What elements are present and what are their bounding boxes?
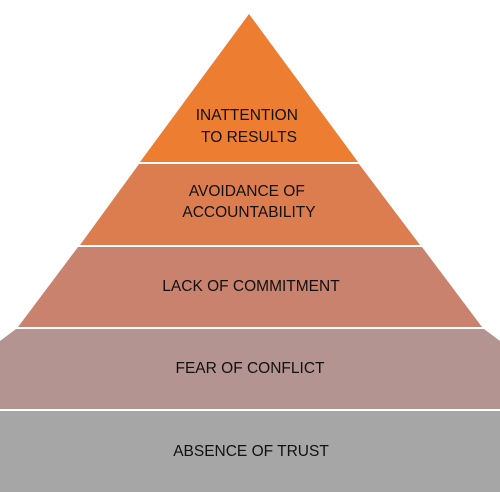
tier-label-line: LACK OF COMMITMENT bbox=[162, 278, 340, 295]
tier-label-avoidance-of-accountability: AVOIDANCE OF ACCOUNTABILITY bbox=[182, 183, 315, 221]
tier-label-line: AVOIDANCE OF bbox=[189, 183, 305, 200]
tier-label-line: FEAR OF CONFLICT bbox=[176, 360, 326, 377]
tier-shape-avoidance-of-accountability bbox=[80, 164, 420, 245]
tier-label-lack-of-commitment: LACK OF COMMITMENT bbox=[162, 278, 340, 295]
tier-label-line: ABSENCE OF TRUST bbox=[173, 443, 329, 460]
tier-label-inattention-to-results: INATTENTION TO RESULTS bbox=[196, 107, 303, 146]
tier-label-absence-of-trust: ABSENCE OF TRUST bbox=[173, 443, 329, 460]
tier-shape-lack-of-commitment bbox=[18, 247, 482, 327]
tier-shape-absence-of-trust bbox=[0, 411, 500, 492]
tier-label-line: TO RESULTS bbox=[201, 129, 297, 146]
tier-label-line: ACCOUNTABILITY bbox=[182, 204, 315, 221]
tier-label-line: INATTENTION bbox=[196, 107, 298, 124]
tier-shape-inattention-to-results bbox=[140, 14, 358, 162]
tier-shape-fear-of-conflict bbox=[0, 329, 500, 409]
tier-label-fear-of-conflict: FEAR OF CONFLICT bbox=[176, 360, 326, 377]
